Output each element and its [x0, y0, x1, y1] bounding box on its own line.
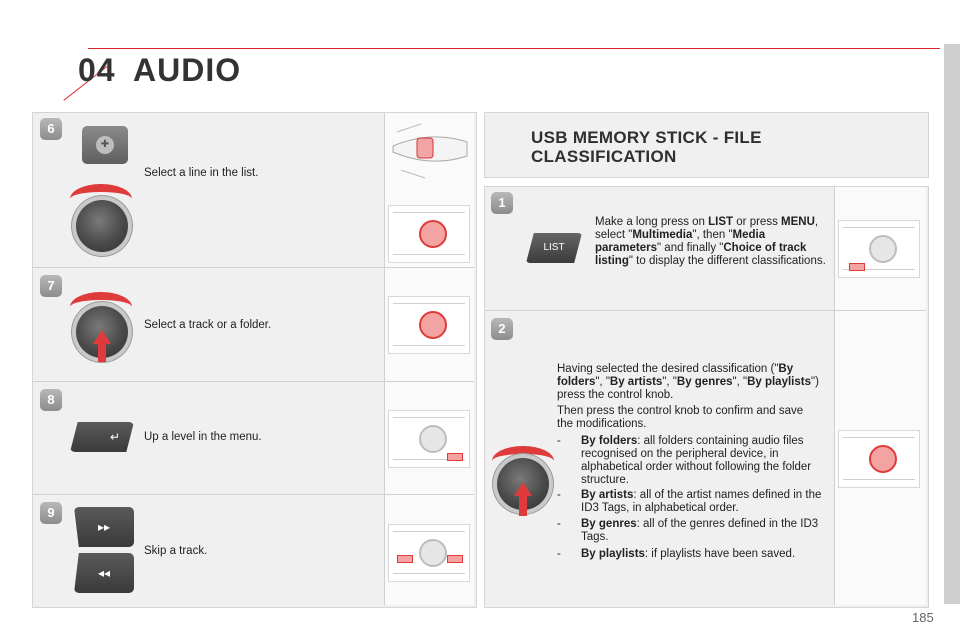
- pad-thumbwheel-icon: ✚: [96, 136, 114, 154]
- bullet-item: -By folders: all folders containing audi…: [557, 435, 812, 486]
- press-arrow-icon: [514, 482, 532, 496]
- rotate-arrow-icon: [70, 184, 132, 214]
- back-arrow-icon: ↵: [109, 430, 121, 444]
- page-title: AUDIO: [133, 52, 242, 88]
- step-2-confirm: Then press the control knob to confirm a…: [557, 405, 804, 430]
- skip-back-button-icon: ◂◂: [74, 553, 134, 593]
- steering-pad-icon: ✚: [82, 126, 128, 164]
- side-tab: [944, 44, 960, 604]
- step-9-badge: 9: [40, 502, 62, 524]
- header-rule: [88, 48, 940, 49]
- bullet-item: -By genres: all of the genres defined in…: [557, 518, 819, 543]
- radio-panel-thumb: [388, 524, 470, 582]
- step-6-text: Select a line in the list.: [144, 167, 259, 179]
- radio-panel-thumb: [838, 430, 920, 488]
- page-number: 185: [912, 610, 934, 625]
- bullet-item: -By artists: all of the artist names def…: [557, 489, 822, 514]
- rotate-arrow-icon: [492, 446, 554, 476]
- step-2-intro: Having selected the desired classificati…: [557, 363, 819, 401]
- chapter-number: 04: [78, 52, 116, 88]
- radio-panel-thumb: [838, 220, 920, 278]
- back-button-icon: ↵: [70, 422, 134, 452]
- step-1-badge: 1: [491, 192, 513, 214]
- left-thumb-column: [384, 113, 474, 605]
- press-arrow-stem: [519, 496, 527, 516]
- step-2-badge: 2: [491, 318, 513, 340]
- step-9-text: Skip a track.: [144, 545, 208, 557]
- step-1-text: Make a long press on LIST or press MENU,…: [595, 216, 826, 267]
- left-column-divider: [384, 113, 385, 605]
- step-8-text: Up a level in the menu.: [144, 431, 262, 443]
- step-8-badge: 8: [40, 389, 62, 411]
- radio-panel-thumb: [388, 410, 470, 468]
- right-column-divider: [834, 187, 835, 605]
- step-7-badge: 7: [40, 275, 62, 297]
- radio-panel-thumb: [388, 205, 470, 263]
- right-heading-panel: [484, 112, 929, 178]
- press-arrow-icon: [93, 330, 111, 344]
- press-arrow-stem: [98, 344, 106, 362]
- step-6-badge: 6: [40, 118, 62, 140]
- row-divider: [485, 310, 926, 311]
- section-heading: USB MEMORY STICK - FILE CLASSIFICATION: [531, 128, 762, 166]
- skip-forward-button-icon: ▸▸: [74, 507, 134, 547]
- bullet-item: -By playlists: if playlists have been sa…: [557, 548, 796, 560]
- radio-panel-thumb: [388, 296, 470, 354]
- step-7-text: Select a track or a folder.: [144, 319, 272, 331]
- control-knob-icon: [76, 200, 128, 252]
- row-divider: [33, 494, 474, 495]
- rotate-arrow-icon: [70, 292, 132, 322]
- row-divider: [33, 381, 474, 382]
- skip-forward-icon: ▸▸: [97, 520, 111, 534]
- row-divider: [33, 267, 474, 268]
- skip-back-icon: ◂◂: [97, 566, 111, 580]
- steering-stalk-icon: [391, 120, 469, 180]
- list-button-icon: LIST: [526, 233, 582, 263]
